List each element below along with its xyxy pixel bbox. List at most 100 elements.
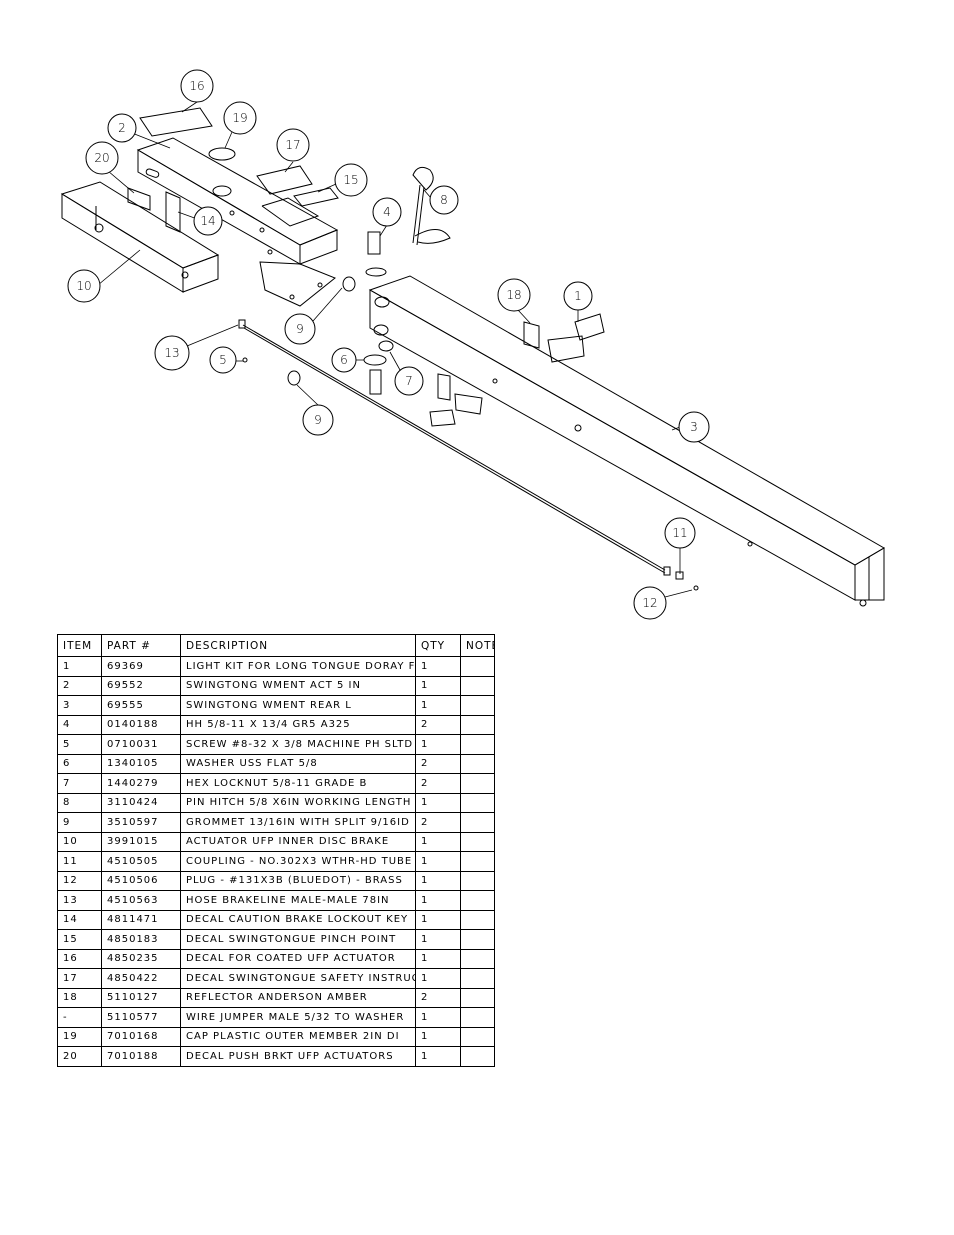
qty-cell: 1 [415,851,461,872]
qty-cell: 1 [415,695,461,716]
note-cell [460,753,495,774]
note-cell [460,831,495,852]
callout-15: 15 [334,163,368,197]
callout-bubbles: 16 19 2 17 20 15 14 8 4 10 18 1 9 13 5 6… [67,69,710,620]
item-cell: 15 [57,929,102,950]
note-cell [460,792,495,813]
part-number-cell: 4850235 [101,948,181,969]
item-cell: 11 [57,851,102,872]
brake-hose [238,319,699,591]
part-number-cell: 5110127 [101,987,181,1008]
note-cell [460,656,495,677]
item-cell: 1 [57,656,102,677]
note-cell [460,890,495,911]
item-cell: 6 [57,753,102,774]
callout-14: 14 [193,206,223,236]
qty-cell: 2 [415,773,461,794]
svg-text:7: 7 [405,374,413,388]
part-number-cell: 3991015 [101,831,181,852]
actuator-inner-tube [60,181,220,293]
callout-3: 3 [678,411,710,443]
callout-20: 20 [85,141,119,175]
item-cell: 4 [57,714,102,735]
description-cell: REFLECTOR ANDERSON AMBER [180,987,416,1008]
header-qty: QTY [415,634,461,657]
svg-text:18: 18 [506,288,521,302]
description-cell: DECAL SWINGTONGUE SAFETY INSTRUCT [180,968,416,989]
part-number-cell: 69555 [101,695,181,716]
description-cell: WIRE JUMPER MALE 5/32 TO WASHER [180,1007,416,1028]
light-kit [429,313,605,427]
callout-18: 18 [497,278,531,312]
svg-text:2: 2 [118,121,126,135]
item-cell: 9 [57,812,102,833]
qty-cell: 1 [415,948,461,969]
qty-cell: 1 [415,656,461,677]
callout-11: 11 [664,517,696,549]
note-cell [460,870,495,891]
part-number-cell: 1340105 [101,753,181,774]
part-number-cell: 4510506 [101,870,181,891]
svg-text:6: 6 [340,353,348,367]
description-cell: DECAL PUSH BRKT UFP ACTUATORS [180,1046,416,1067]
svg-text:13: 13 [164,346,179,360]
description-cell: LIGHT KIT FOR LONG TONGUE DORAY FG [180,656,416,677]
fasteners [287,231,394,395]
callout-2: 2 [107,113,137,143]
part-number-cell: 0140188 [101,714,181,735]
header-part-number: PART # [101,634,181,657]
part-number-cell: 69369 [101,656,181,677]
qty-cell: 1 [415,890,461,911]
note-cell [460,812,495,833]
callout-4: 4 [372,197,402,227]
pin-hitch [412,166,451,246]
description-cell: DECAL FOR COATED UFP ACTUATOR [180,948,416,969]
table-header-row: ITEM PART # DESCRIPTION QTY NOTE [57,634,495,657]
svg-text:10: 10 [76,279,91,293]
note-cell [460,1007,495,1028]
callout-17: 17 [276,128,310,162]
item-cell: 13 [57,890,102,911]
svg-text:16: 16 [189,79,204,93]
callout-12: 12 [633,586,667,620]
item-cell: 2 [57,675,102,696]
note-cell [460,1046,495,1067]
qty-cell: 2 [415,987,461,1008]
note-cell [460,948,495,969]
part-number-cell: 4811471 [101,909,181,930]
svg-text:20: 20 [94,151,109,165]
description-cell: ACTUATOR UFP INNER DISC BRAKE [180,831,416,852]
decals [127,107,339,233]
note-cell [460,695,495,716]
part-number-cell: 0710031 [101,734,181,755]
description-cell: GROMMET 13/16IN WITH SPLIT 9/16ID [180,812,416,833]
swingtong-rear-member [368,275,885,607]
qty-cell: 1 [415,792,461,813]
svg-text:17: 17 [285,138,300,152]
callout-10: 10 [67,269,101,303]
svg-text:9: 9 [296,322,304,336]
description-cell: DECAL CAUTION BRAKE LOCKOUT KEY [180,909,416,930]
note-cell [460,909,495,930]
svg-text:15: 15 [343,173,358,187]
qty-cell: 1 [415,1046,461,1067]
callout-6: 6 [331,347,357,373]
description-cell: SCREW #8-32 X 3/8 MACHINE PH SLTD [180,734,416,755]
item-cell: 8 [57,792,102,813]
part-number-cell: 3110424 [101,792,181,813]
part-number-cell: 69552 [101,675,181,696]
svg-text:1: 1 [574,289,582,303]
qty-cell: 1 [415,831,461,852]
note-cell [460,773,495,794]
item-cell: 7 [57,773,102,794]
svg-text:3: 3 [690,420,698,434]
